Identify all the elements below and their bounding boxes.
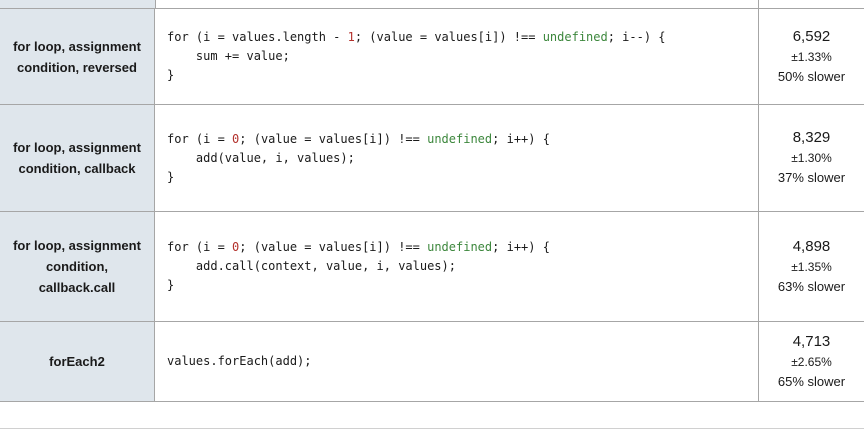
test-code-cell: for (i = 0; (value = values[i]) !== unde… (155, 105, 759, 211)
code-token-plain: ; (value = values[i]) !== (354, 30, 543, 44)
test-name: for loop, assignment condition, reversed (0, 9, 155, 104)
test-name: for loop, assignment condition, callback… (0, 212, 155, 321)
table-row: for loop, assignment condition, reversed… (0, 9, 864, 105)
benchmark-table: for loop, assignment condition, reversed… (0, 8, 864, 402)
code-token-plain: } (167, 68, 175, 82)
test-code-cell: for (i = 0; (value = values[i]) !== unde… (155, 212, 759, 321)
table-row: for loop, assignment condition, callback… (0, 212, 864, 322)
code-token-plain: values.forEach(add); (167, 354, 312, 368)
code-token-plain: add(value, i, values); (167, 150, 355, 165)
test-code: for (i = values.length - 1; (value = val… (167, 28, 666, 85)
percent-slower: 65% slower (777, 373, 846, 389)
code-token-plain: for (i = (167, 240, 233, 254)
test-result: 4,898 ±1.35% 63% slower (759, 212, 864, 321)
test-code: for (i = 0; (value = values[i]) !== unde… (167, 238, 550, 295)
code-token-undef: undefined (427, 240, 493, 254)
top-strip-result-cell (759, 0, 864, 8)
code-token-plain: } (167, 278, 175, 292)
top-strip-code-cell (156, 0, 759, 8)
table-top-strip (0, 0, 864, 8)
test-result: 8,329 ±1.30% 37% slower (759, 105, 864, 211)
code-token-plain: for (i = values.length - (167, 30, 348, 44)
code-token-num: 1 (347, 30, 355, 44)
test-code-cell: for (i = values.length - 1; (value = val… (155, 9, 759, 104)
table-row: for loop, assignment condition, callback… (0, 105, 864, 212)
table-row: forEach2 values.forEach(add); 4,713 ±2.6… (0, 322, 864, 402)
error-margin: ±1.35% (791, 259, 832, 274)
test-code-cell: values.forEach(add); (155, 322, 759, 401)
error-margin: ±1.33% (791, 49, 832, 64)
error-margin: ±1.30% (791, 151, 832, 165)
code-token-num: 0 (232, 131, 240, 146)
ops-per-sec: 4,898 (792, 237, 831, 255)
code-token-plain: } (167, 169, 175, 184)
code-token-undef: undefined (427, 131, 493, 146)
ops-per-sec: 4,713 (792, 332, 831, 350)
code-token-plain: sum += value; (167, 49, 290, 63)
code-token-num: 0 (232, 240, 240, 254)
test-name: forEach2 (0, 322, 155, 401)
code-token-plain: ; (value = values[i]) !== (239, 131, 428, 146)
code-token-undef: undefined (542, 30, 608, 44)
test-code: for (i = 0; (value = values[i]) !== unde… (167, 130, 550, 187)
test-code: values.forEach(add); (167, 352, 312, 371)
percent-slower: 63% slower (777, 278, 846, 294)
error-margin: ±2.65% (791, 354, 832, 369)
code-token-plain: ; i++) { (492, 240, 550, 254)
test-name: for loop, assignment condition, callback (0, 105, 155, 211)
percent-slower: 37% slower (777, 170, 846, 185)
code-token-plain: ; (value = values[i]) !== (239, 240, 428, 254)
test-result: 4,713 ±2.65% 65% slower (759, 322, 864, 401)
code-token-plain: ; i++) { (492, 131, 550, 146)
code-token-plain: add.call(context, value, i, values); (167, 259, 456, 273)
code-token-plain: for (i = (167, 131, 233, 146)
ops-per-sec: 8,329 (792, 129, 831, 146)
table-bottom-gap (0, 402, 864, 428)
top-strip-label-cell (0, 0, 156, 8)
test-result: 6,592 ±1.33% 50% slower (759, 9, 864, 104)
code-token-plain: ; i--) { (607, 30, 666, 44)
ops-per-sec: 6,592 (792, 27, 831, 45)
percent-slower: 50% slower (777, 68, 846, 84)
section-divider (0, 428, 864, 435)
